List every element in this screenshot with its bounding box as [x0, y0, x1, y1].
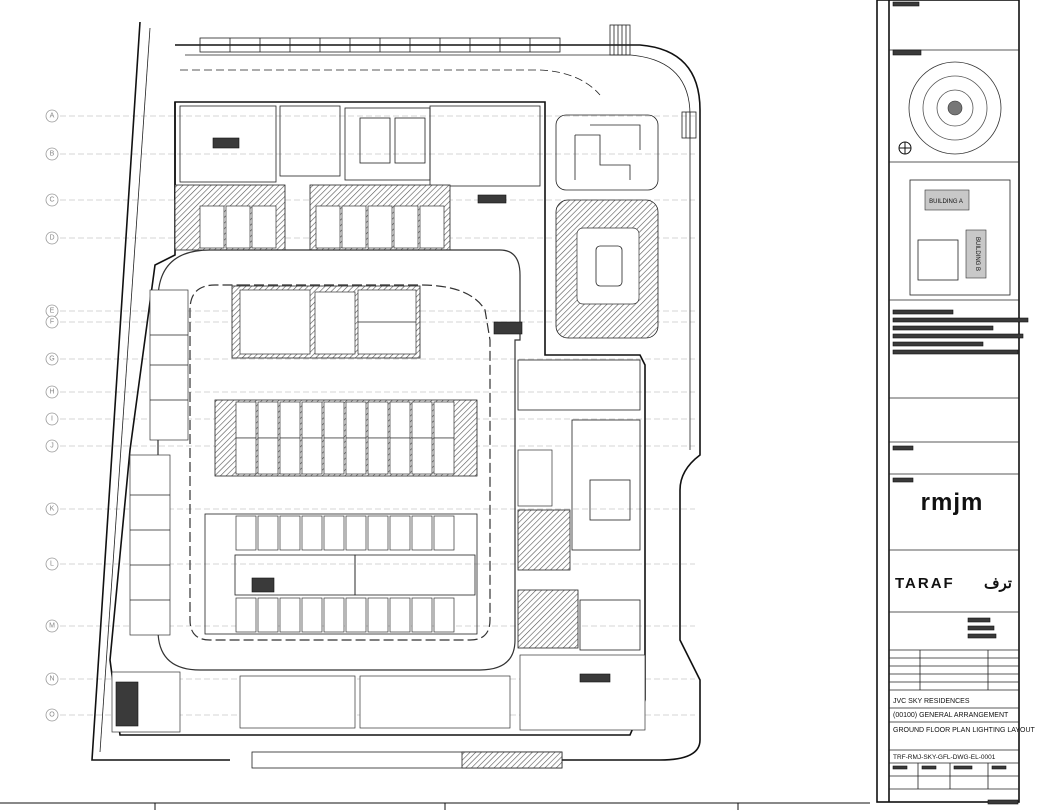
building-b-label: BUILDING B	[974, 237, 980, 271]
grid-bubble-f	[45, 315, 59, 329]
grid-label-h: H	[49, 389, 54, 396]
grid-bubble-j	[45, 439, 59, 453]
grid-label-a: A	[50, 113, 55, 120]
grid-bubble-l	[45, 557, 59, 571]
key-plan	[898, 61, 1002, 155]
grid-label-m: M	[49, 623, 55, 630]
grid-bubble-c	[45, 193, 59, 207]
drawing-number: TRF-RMJ-SKY-GFL-DWG-EL-0001	[893, 754, 996, 761]
building-a-label: BUILDING A	[929, 199, 963, 205]
site-key-plan: BUILDING A BUILDING B	[909, 179, 1011, 296]
drawing-category: (00100) GENERAL ARRANGEMENT	[893, 712, 1009, 719]
grid-label-k: K	[50, 506, 55, 513]
grid-bubble-g	[45, 352, 59, 366]
grid-label-n: N	[49, 676, 54, 683]
title-block: BUILDING A BUILDING B rmjm TARAF ترف	[876, 0, 1036, 805]
client-name-arabic: ترف	[984, 575, 1012, 592]
grid-bubble-a	[45, 109, 59, 123]
grid-label-f: F	[50, 319, 54, 326]
grid-label-b: B	[50, 151, 55, 158]
consultant-logo: rmjm	[921, 489, 984, 516]
grid-bubble-m	[45, 619, 59, 633]
drawing-title: GROUND FLOOR PLAN LIGHTING LAYOUT	[893, 727, 1036, 734]
client-name-latin: TARAF	[895, 575, 955, 592]
grid-bubble-d	[45, 231, 59, 245]
grid-label-d: D	[49, 235, 54, 242]
grid-label-e: E	[50, 308, 55, 315]
grid-label-g: G	[49, 356, 54, 363]
ground-floor-plan	[109, 101, 659, 736]
grid-label-o: O	[49, 712, 55, 719]
grid-label-l: L	[50, 561, 54, 568]
grid-bubble-h	[45, 385, 59, 399]
grid-label-c: C	[49, 197, 54, 204]
grid-bubble-o	[45, 708, 59, 722]
site-boundary	[91, 21, 701, 769]
grid-bubble-k	[45, 502, 59, 516]
grid-bubble-n	[45, 672, 59, 686]
grid-bubble-i	[45, 412, 59, 426]
grid-bubble-b	[45, 147, 59, 161]
grid-label-j: J	[50, 443, 54, 450]
project-name: JVC SKY RESIDENCES	[893, 698, 970, 705]
grid-label-i: I	[51, 416, 53, 423]
